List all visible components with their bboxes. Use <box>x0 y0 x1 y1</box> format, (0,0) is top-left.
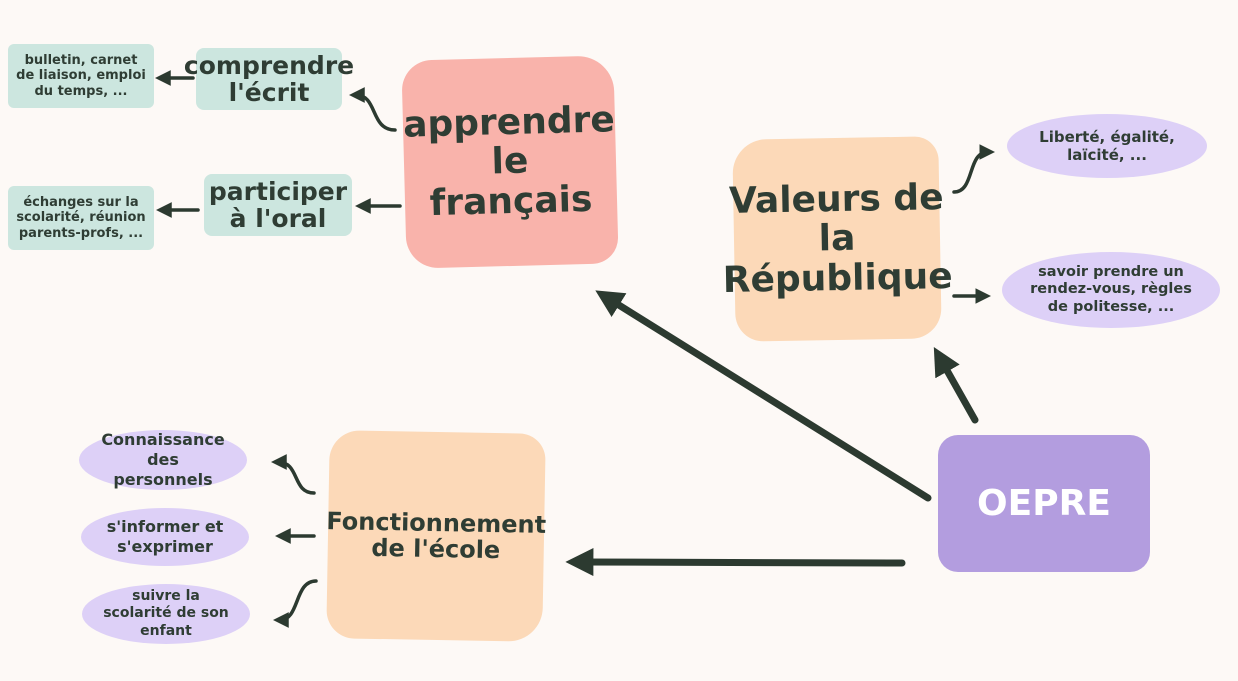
arrow-francais-to-comprendre <box>349 87 397 132</box>
node-connaissance-personnels: Connaissance des personnels <box>79 430 247 490</box>
node-liberte-egalite-text: Liberté, égalité, laïcité, ... <box>1039 128 1175 164</box>
node-oepre: OEPRE <box>938 435 1150 572</box>
arrow-ecole-to-personnels <box>271 454 316 495</box>
arrow-ecole-to-scolarite <box>273 579 318 628</box>
node-fonctionnement-ecole-label: Fonctionnement de l'école <box>326 506 547 565</box>
arrow-oepre-to-ecole <box>565 548 906 577</box>
arrow-oepre-to-francais <box>595 290 932 502</box>
node-comprendre-ecrit: comprendre l'écrit <box>184 48 354 110</box>
node-connaissance-personnels-text: Connaissance des personnels <box>101 430 225 489</box>
node-oepre-label: OEPRE <box>977 482 1111 524</box>
node-oral-example-text: échanges sur la scolarité, réunion paren… <box>16 194 146 241</box>
node-suivre-scolarite-text: suivre la scolarité de son enfant <box>103 587 229 639</box>
arrow-valeurs-to-liberte <box>952 144 995 194</box>
node-participer-oral: participer à l'oral <box>204 174 352 236</box>
node-liberte-egalite: Liberté, égalité, laïcité, ... <box>1007 114 1207 178</box>
node-valeurs-republique-label: Valeurs de la République <box>722 176 953 301</box>
node-informer-exprimer-text: s'informer et s'exprimer <box>106 517 224 556</box>
arrow-oepre-to-valeurs <box>933 347 979 424</box>
node-rendez-vous-politesse: savoir prendre un rendez-vous, règles de… <box>1002 252 1220 328</box>
node-valeurs-republique: Valeurs de la République <box>722 136 953 342</box>
node-oral-example: échanges sur la scolarité, réunion paren… <box>8 186 154 250</box>
node-comprendre-example-text: bulletin, carnet de liaison, emploi du t… <box>16 52 146 99</box>
node-comprendre-ecrit-label: comprendre l'écrit <box>183 50 355 107</box>
node-comprendre-example: bulletin, carnet de liaison, emploi du t… <box>8 44 154 108</box>
node-fonctionnement-ecole: Fonctionnement de l'école <box>326 430 546 642</box>
node-rendez-vous-politesse-text: savoir prendre un rendez-vous, règles de… <box>1030 263 1192 315</box>
node-suivre-scolarite: suivre la scolarité de son enfant <box>82 584 250 644</box>
node-apprendre-francais: apprendre le français <box>401 55 619 269</box>
node-apprendre-francais-label: apprendre le français <box>402 98 616 224</box>
node-participer-oral-label: participer à l'oral <box>208 176 348 233</box>
node-informer-exprimer: s'informer et s'exprimer <box>81 508 249 566</box>
